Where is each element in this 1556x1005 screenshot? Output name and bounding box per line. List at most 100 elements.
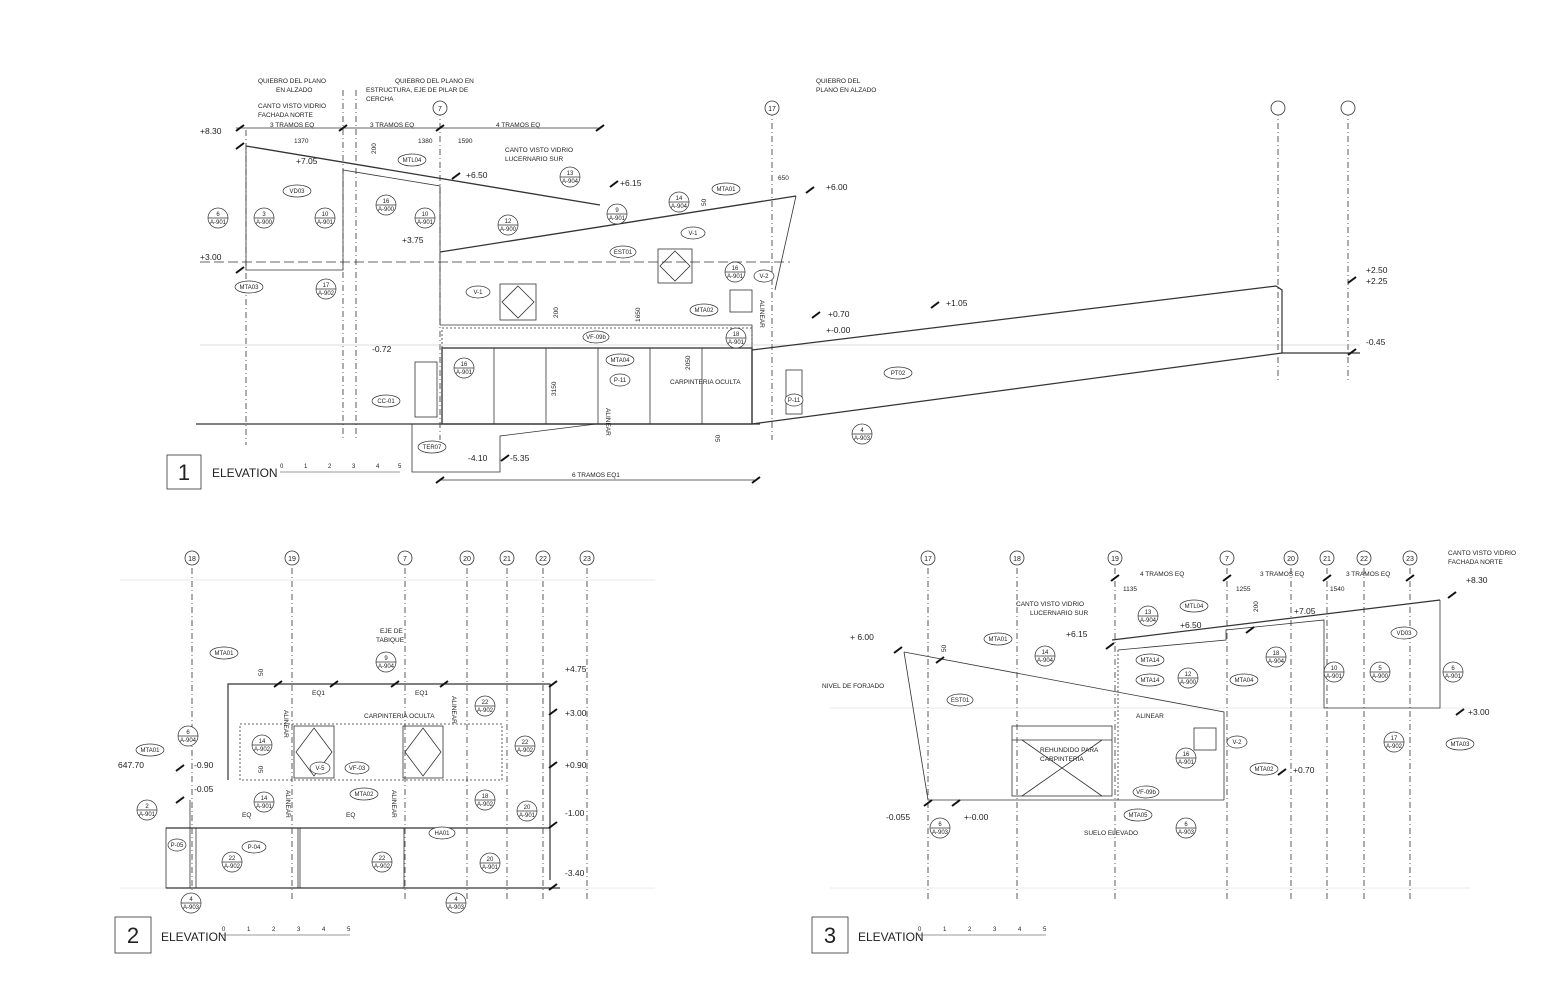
dim-2f: 50 bbox=[258, 765, 265, 773]
tag-3-10: VD03 bbox=[1396, 631, 1412, 637]
svg-text:A-902: A-902 bbox=[477, 708, 494, 714]
level-3-650: +6.50 bbox=[1180, 620, 1202, 630]
note-1e: CERCHA bbox=[366, 96, 394, 103]
ref-3-8: 16A-901 bbox=[1175, 747, 1197, 769]
ref-2-8: 6A-904 bbox=[177, 725, 199, 747]
svg-text:18: 18 bbox=[482, 794, 489, 800]
note-1a: QUIEBRO DEL PLANO bbox=[258, 78, 326, 85]
level-2-090: +0.90 bbox=[565, 760, 587, 770]
ref-2-4: 14A-901 bbox=[253, 791, 275, 813]
note-1m: ALINEAR bbox=[758, 300, 765, 328]
note-2b: TABIQUE bbox=[376, 637, 405, 644]
tag-3-11: MTA03 bbox=[1451, 742, 1471, 748]
tag-3-0: MTA01 bbox=[989, 637, 1009, 643]
note-1i: FACHADA NORTE bbox=[258, 112, 313, 119]
tag-3-4: MTA04 bbox=[1235, 678, 1255, 684]
tag-1-8: V-1 bbox=[688, 231, 698, 237]
svg-text:A-903: A-903 bbox=[1178, 830, 1195, 836]
svg-text:14: 14 bbox=[1042, 650, 1049, 656]
svg-text:6: 6 bbox=[1184, 822, 1188, 828]
grid-1-a: 7 bbox=[438, 106, 442, 113]
grid-3-4: 20 bbox=[1287, 556, 1295, 563]
tag-1-9: V-2 bbox=[759, 274, 769, 280]
dim-3b: 3 TRAMOS EQ bbox=[1260, 571, 1304, 578]
tag-2-0: MTA01 bbox=[215, 651, 235, 657]
svg-text:A-901: A-901 bbox=[1178, 760, 1195, 766]
note-3e: NIVEL DE FORJADO bbox=[822, 683, 884, 690]
svg-text:A-900: A-900 bbox=[378, 207, 395, 213]
dim-1k: 2050 bbox=[685, 355, 692, 370]
ref-1-2: 10A-901 bbox=[314, 207, 336, 229]
note-1l: CARPINTERIA OCULTA bbox=[670, 379, 741, 386]
elevation-3-ticks bbox=[893, 574, 1465, 807]
elevation-2-refs: 9A-904 14A-902 22A-902 22A-902 14A-901 1… bbox=[136, 651, 538, 914]
note-3g: REHUNDIDO PARA bbox=[1040, 747, 1099, 754]
level-3-830: +8.30 bbox=[1466, 575, 1488, 585]
ref-3-9: 6A-903 bbox=[929, 817, 951, 839]
svg-text:A-901: A-901 bbox=[417, 220, 434, 226]
grid-2-3: 20 bbox=[463, 556, 471, 563]
svg-text:9: 9 bbox=[384, 656, 388, 662]
tag-3-9: MTA05 bbox=[1129, 813, 1149, 819]
svg-text:A-904: A-904 bbox=[562, 179, 579, 185]
grid-2-6: 23 bbox=[583, 556, 591, 563]
ref-1-5: 10A-901 bbox=[414, 207, 436, 229]
svg-text:9: 9 bbox=[615, 208, 619, 214]
level-1-375: +3.75 bbox=[402, 235, 424, 245]
tag-1-5: MTA04 bbox=[611, 358, 631, 364]
svg-text:A-903: A-903 bbox=[854, 436, 871, 442]
elevation-1-title: 1 ELEVATION bbox=[166, 454, 400, 490]
grid-3-7: 23 bbox=[1406, 556, 1414, 563]
svg-text:0: 0 bbox=[918, 927, 922, 933]
ref-1-13: 4A-903 bbox=[851, 423, 873, 445]
grid-1-b: 17 bbox=[768, 106, 776, 113]
note-1c: QUIEBRO DEL PLANO EN bbox=[395, 78, 474, 85]
ref-2-2: 22A-902 bbox=[474, 695, 496, 717]
note-2g: ALINEAR bbox=[390, 790, 397, 818]
level-1-225: +2.25 bbox=[1366, 276, 1388, 286]
svg-text:5: 5 bbox=[1378, 666, 1382, 672]
tag-1-14: TER07 bbox=[423, 445, 442, 451]
svg-text:10: 10 bbox=[422, 212, 429, 218]
svg-text:2: 2 bbox=[968, 927, 972, 933]
svg-text:2: 2 bbox=[145, 804, 149, 810]
dim-3c: 3 TRAMOS EQ bbox=[1346, 571, 1390, 578]
svg-text:A-902: A-902 bbox=[517, 748, 534, 754]
svg-text:6: 6 bbox=[186, 730, 190, 736]
level-2-64770: 647.70 bbox=[118, 760, 144, 770]
dim-3e: 1255 bbox=[1236, 586, 1251, 593]
tag-2-6: HA01 bbox=[434, 831, 450, 837]
view-3-title: ELEVATION bbox=[858, 930, 924, 944]
ref-3-1: 14A-904 bbox=[1034, 645, 1056, 667]
svg-text:A-901: A-901 bbox=[456, 370, 473, 376]
level-3-000: +-0.00 bbox=[964, 812, 989, 822]
ref-1-12: 18A-901 bbox=[725, 327, 747, 349]
tag-3-8: VF-09b bbox=[1136, 790, 1156, 796]
tag-3-3: MTA14 bbox=[1141, 678, 1161, 684]
note-2f: ALINEAR bbox=[284, 790, 291, 818]
dim-1i: 50 bbox=[701, 198, 708, 206]
svg-text:A-901: A-901 bbox=[210, 220, 227, 226]
elevation-2-tags: MTA01 MTA01 MTA02 V-5 VF-03 P-04 HA01 P-… bbox=[135, 646, 456, 854]
svg-text:0: 0 bbox=[222, 927, 226, 933]
elevation-2-labels: EJE DE TABIQUE CARPINTERIA OCULTA ALINEA… bbox=[118, 628, 587, 878]
svg-text:2: 2 bbox=[272, 927, 276, 933]
elevation-3-tags: MTA01 MTL04 MTA14 MTA14 MTA04 EST01 V-2 … bbox=[946, 599, 1475, 822]
svg-text:A-902: A-902 bbox=[1386, 744, 1403, 750]
level-1-830: +8.30 bbox=[200, 126, 222, 136]
svg-text:A-902: A-902 bbox=[254, 747, 271, 753]
level-2-300: +3.00 bbox=[565, 708, 587, 718]
tag-2-7: P-05 bbox=[171, 843, 184, 849]
svg-text:4: 4 bbox=[189, 897, 193, 903]
level-1-250: +2.50 bbox=[1366, 265, 1388, 275]
level-3-300: +3.00 bbox=[1468, 707, 1490, 717]
ref-1-3: 17A-902 bbox=[315, 278, 337, 300]
elevation-2 bbox=[120, 568, 655, 900]
note-3c: CANTO VISTO VIDRIO bbox=[1016, 601, 1084, 608]
tag-1-12: VF-09b bbox=[586, 335, 606, 341]
svg-text:0: 0 bbox=[280, 464, 284, 470]
dim-2b: EQ1 bbox=[415, 690, 428, 697]
note-1b: EN ALZADO bbox=[276, 87, 312, 94]
ref-3-3: 18A-904 bbox=[1265, 646, 1287, 668]
level-1-m535: -5.35 bbox=[510, 453, 530, 463]
